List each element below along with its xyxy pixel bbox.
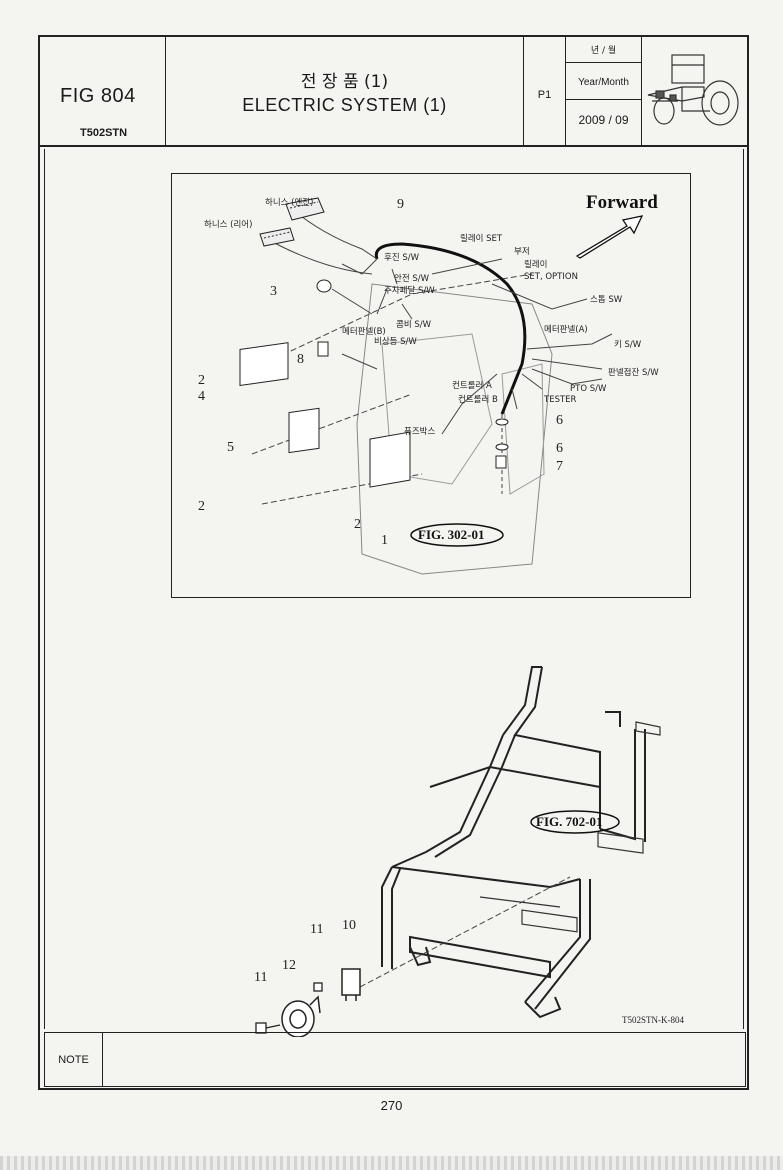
callout-2b: 2 — [198, 499, 205, 514]
label-key-sw: 키 S/W — [614, 340, 642, 350]
label-meter-panel-b: 메터판넬(B) — [342, 327, 386, 337]
page-code: P1 — [537, 89, 552, 101]
relay-box-4-icon — [239, 342, 289, 387]
callout-4: 4 — [198, 389, 205, 404]
title-korean: 전 장 품 (1) — [300, 72, 389, 92]
label-hazard-sw: 비상등 S/W — [374, 336, 417, 347]
year-month-date: 2009 / 09 — [578, 113, 629, 127]
fig-number: FIG 804 — [60, 85, 136, 107]
harness-rear-plug-icon — [259, 227, 295, 247]
fig-cell: FIG 804 T502STN — [40, 37, 166, 145]
label-pto-sw: PTO S/W — [570, 384, 607, 394]
label-reverse-sw: 후진 S/W — [384, 252, 420, 263]
label-controller-a: 컨트롤러 A — [452, 380, 492, 391]
callout-11b: 11 — [254, 970, 267, 985]
frame-diagram-svg: FIG. 702-01 11 10 12 11 T502STN-K-804 — [254, 666, 684, 1038]
callout-3: 3 — [270, 284, 277, 299]
controller-1-icon — [369, 431, 411, 488]
callout-12: 12 — [282, 958, 296, 973]
label-combi-sw: 콤비 S/W — [396, 320, 432, 330]
callout-1: 1 — [381, 533, 388, 548]
wiring-diagram-svg: Forward 하니스 (엔진) — [198, 192, 659, 575]
drawing-code: T502STN-K-804 — [622, 1015, 684, 1025]
label-meter-panel-a: 메터판넬(A) — [544, 325, 588, 335]
buzzer-3-icon — [316, 279, 332, 293]
callout-8: 8 — [297, 352, 304, 367]
content-area — [44, 149, 744, 1029]
callout-9: 9 — [397, 197, 404, 212]
title-cell: 전 장 품 (1) ELECTRIC SYSTEM (1) — [166, 37, 524, 145]
horn-relay-10-icon — [341, 968, 361, 1001]
washer-6b-icon — [495, 443, 509, 451]
callout-2c: 2 — [354, 517, 361, 532]
note-row: NOTE — [44, 1032, 746, 1087]
label-harness-rear: 하니스 (리어) — [204, 219, 252, 230]
callout-2a: 2 — [198, 373, 205, 388]
label-parking-brake-sw: 주차페달 S/W — [384, 285, 435, 296]
label-set-option: SET, OPTION — [524, 272, 578, 282]
forward-label: Forward — [586, 192, 658, 213]
harness-engine-plug-icon — [285, 197, 325, 221]
frame-diagram: FIG. 702-01 11 10 12 11 T502STN-K-804 — [130, 617, 730, 1038]
sensor-8-icon — [317, 341, 329, 357]
callout-11a: 11 — [310, 922, 323, 937]
label-safety-sw: 안전 S/W — [394, 273, 430, 284]
label-stop-sw: 스톱 SW — [590, 295, 623, 305]
year-month-cell: 년 / 월 Year/Month 2009 / 09 — [566, 37, 642, 145]
scan-edge — [0, 1156, 783, 1170]
model-code: T502STN — [80, 127, 128, 139]
fuse-block-5-icon — [288, 407, 320, 454]
callout-5: 5 — [227, 440, 234, 455]
bolt-11-icon — [255, 982, 323, 1034]
forward-arrow-icon — [575, 215, 644, 259]
label-tester: TESTER — [543, 395, 577, 405]
washer-6-icon — [495, 418, 509, 426]
title-english: ELECTRIC SYSTEM (1) — [242, 95, 447, 115]
page-number: 270 — [380, 1098, 403, 1113]
fig-302-oval — [410, 523, 504, 547]
fig-702-ref[interactable]: FIG. 702-01 — [536, 814, 602, 829]
label-controller-b: 컨트롤러 B — [458, 394, 498, 405]
page-frame: FIG 804 T502STN 전 장 품 (1) ELECTRIC SYSTE… — [38, 35, 749, 1090]
callout-6b: 6 — [556, 441, 563, 456]
label-relay-set: 릴레이 SET — [460, 233, 503, 244]
label-fuse-box: 퓨즈박스 — [404, 426, 435, 437]
label-relay-option: 릴레이 — [524, 259, 547, 270]
callout-7: 7 — [556, 459, 563, 474]
page-code-cell: P1 — [524, 37, 566, 145]
fig-702-oval — [530, 810, 620, 834]
horn-icon — [281, 995, 321, 1038]
callout-10: 10 — [342, 918, 356, 933]
label-buzzer: 부저 — [514, 247, 530, 257]
year-month-korean: 년 / 월 — [590, 46, 617, 56]
note-label: NOTE — [45, 1033, 103, 1086]
switch-7-icon — [495, 455, 507, 469]
tractor-thumbnail-icon — [647, 54, 739, 126]
label-panel-tilt-sw: 판넬접잔 S/W — [608, 367, 659, 378]
title-block: FIG 804 T502STN 전 장 품 (1) ELECTRIC SYSTE… — [40, 37, 747, 147]
label-harness-engine: 하니스 (엔진) — [265, 197, 313, 208]
year-month-label: Year/Month — [578, 77, 629, 88]
callout-6a: 6 — [556, 413, 563, 428]
fig-302-ref[interactable]: FIG. 302-01 — [418, 527, 484, 542]
tractor-thumbnail-cell — [642, 37, 749, 145]
wiring-diagram: Forward 하니스 (엔진) — [171, 173, 691, 598]
